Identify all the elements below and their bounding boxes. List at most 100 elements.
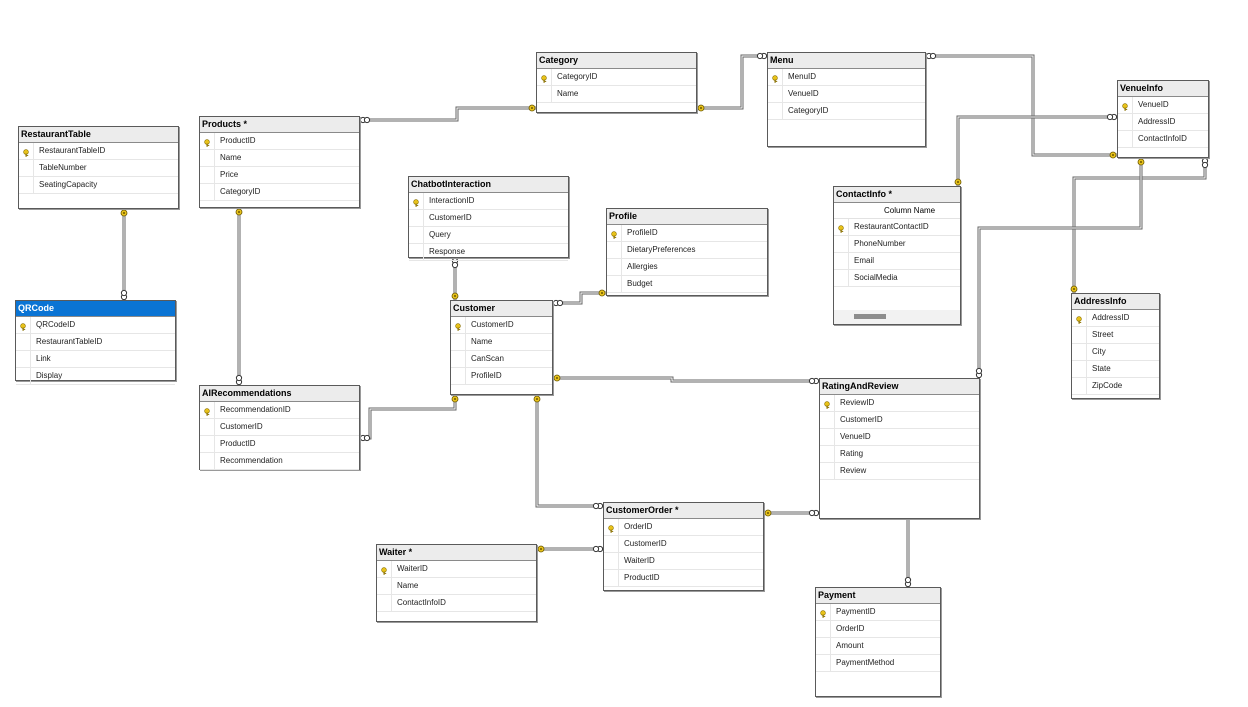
row-selector[interactable]: [200, 453, 215, 469]
table-title[interactable]: Waiter *: [377, 545, 536, 561]
column-row[interactable]: State: [1072, 361, 1159, 378]
column-row[interactable]: RestaurantTableID: [19, 143, 178, 160]
row-selector[interactable]: [820, 446, 835, 462]
column-row[interactable]: CategoryID: [200, 184, 359, 201]
column-row[interactable]: Name: [537, 86, 696, 103]
table-title[interactable]: AddressInfo: [1072, 294, 1159, 310]
row-selector[interactable]: [834, 236, 849, 252]
column-row[interactable]: CanScan: [451, 351, 552, 368]
column-row[interactable]: ProductID: [200, 436, 359, 453]
row-selector[interactable]: [820, 429, 835, 445]
column-row[interactable]: ProfileID: [607, 225, 767, 242]
column-row[interactable]: CategoryID: [768, 103, 925, 120]
row-selector[interactable]: [820, 395, 835, 411]
column-row[interactable]: AddressID: [1118, 114, 1208, 131]
column-row[interactable]: OrderID: [816, 621, 940, 638]
row-selector[interactable]: [451, 334, 466, 350]
row-selector[interactable]: [820, 463, 835, 479]
column-row[interactable]: WaiterID: [377, 561, 536, 578]
row-selector[interactable]: [834, 270, 849, 286]
row-selector[interactable]: [409, 210, 424, 226]
column-row[interactable]: Name: [377, 578, 536, 595]
table-title[interactable]: ContactInfo *: [834, 187, 960, 203]
column-row[interactable]: SocialMedia: [834, 270, 960, 287]
row-selector[interactable]: [377, 561, 392, 577]
column-row[interactable]: Name: [200, 150, 359, 167]
relationship-line[interactable]: [954, 113, 1118, 186]
row-selector[interactable]: [768, 86, 783, 102]
row-selector[interactable]: [816, 638, 831, 654]
row-selector[interactable]: [604, 519, 619, 535]
column-row[interactable]: PaymentMethod: [816, 655, 940, 672]
relationship-line[interactable]: [235, 208, 243, 386]
row-selector[interactable]: [200, 150, 215, 166]
row-selector[interactable]: [604, 553, 619, 569]
column-row[interactable]: VenueID: [1118, 97, 1208, 114]
relationship-line[interactable]: [904, 519, 912, 588]
column-row[interactable]: Budget: [607, 276, 767, 293]
column-row[interactable]: CustomerID: [451, 317, 552, 334]
row-selector[interactable]: [604, 570, 619, 586]
row-selector[interactable]: [604, 536, 619, 552]
row-selector[interactable]: [1118, 114, 1133, 130]
row-selector[interactable]: [16, 317, 31, 333]
column-row[interactable]: SeatingCapacity: [19, 177, 178, 194]
column-row[interactable]: WaiterID: [604, 553, 763, 570]
row-selector[interactable]: [1072, 327, 1087, 343]
column-row[interactable]: QRCodeID: [16, 317, 175, 334]
table-title[interactable]: ChatbotInteraction: [409, 177, 568, 193]
relationship-line[interactable]: [537, 545, 604, 553]
row-selector[interactable]: [768, 69, 783, 85]
column-row[interactable]: OrderID: [604, 519, 763, 536]
column-row[interactable]: ProfileID: [451, 368, 552, 385]
row-selector[interactable]: [607, 242, 622, 258]
row-selector[interactable]: [409, 193, 424, 209]
column-row[interactable]: City: [1072, 344, 1159, 361]
table-title[interactable]: Payment: [816, 588, 940, 604]
row-selector[interactable]: [1072, 361, 1087, 377]
relationship-line[interactable]: [359, 395, 459, 442]
column-row[interactable]: Street: [1072, 327, 1159, 344]
column-row[interactable]: ContactInfoID: [377, 595, 536, 612]
column-row[interactable]: Name: [451, 334, 552, 351]
column-row[interactable]: Email: [834, 253, 960, 270]
row-selector[interactable]: [200, 436, 215, 452]
table-title[interactable]: Customer: [451, 301, 552, 317]
row-selector[interactable]: [816, 621, 831, 637]
relationship-line[interactable]: [975, 158, 1145, 379]
table-title[interactable]: QRCode: [16, 301, 175, 317]
row-selector[interactable]: [834, 253, 849, 269]
row-selector[interactable]: [451, 351, 466, 367]
row-selector[interactable]: [200, 167, 215, 183]
column-row[interactable]: RestaurantTableID: [16, 334, 175, 351]
row-selector[interactable]: [820, 412, 835, 428]
relationship-line[interactable]: [451, 257, 459, 300]
table-title[interactable]: Category: [537, 53, 696, 69]
column-row[interactable]: PhoneNumber: [834, 236, 960, 253]
row-selector[interactable]: [409, 227, 424, 243]
row-selector[interactable]: [607, 259, 622, 275]
column-row[interactable]: ZipCode: [1072, 378, 1159, 395]
table-title[interactable]: Products *: [200, 117, 359, 133]
column-row[interactable]: InteractionID: [409, 193, 568, 210]
row-selector[interactable]: [19, 160, 34, 176]
horizontal-scrollbar[interactable]: [834, 310, 960, 324]
column-row[interactable]: ReviewID: [820, 395, 979, 412]
column-row[interactable]: Price: [200, 167, 359, 184]
relationship-line[interactable]: [120, 209, 128, 301]
row-selector[interactable]: [16, 368, 31, 384]
table-title[interactable]: VenueInfo: [1118, 81, 1208, 97]
row-selector[interactable]: [834, 219, 849, 235]
row-selector[interactable]: [451, 317, 466, 333]
row-selector[interactable]: [768, 103, 783, 119]
row-selector[interactable]: [16, 334, 31, 350]
